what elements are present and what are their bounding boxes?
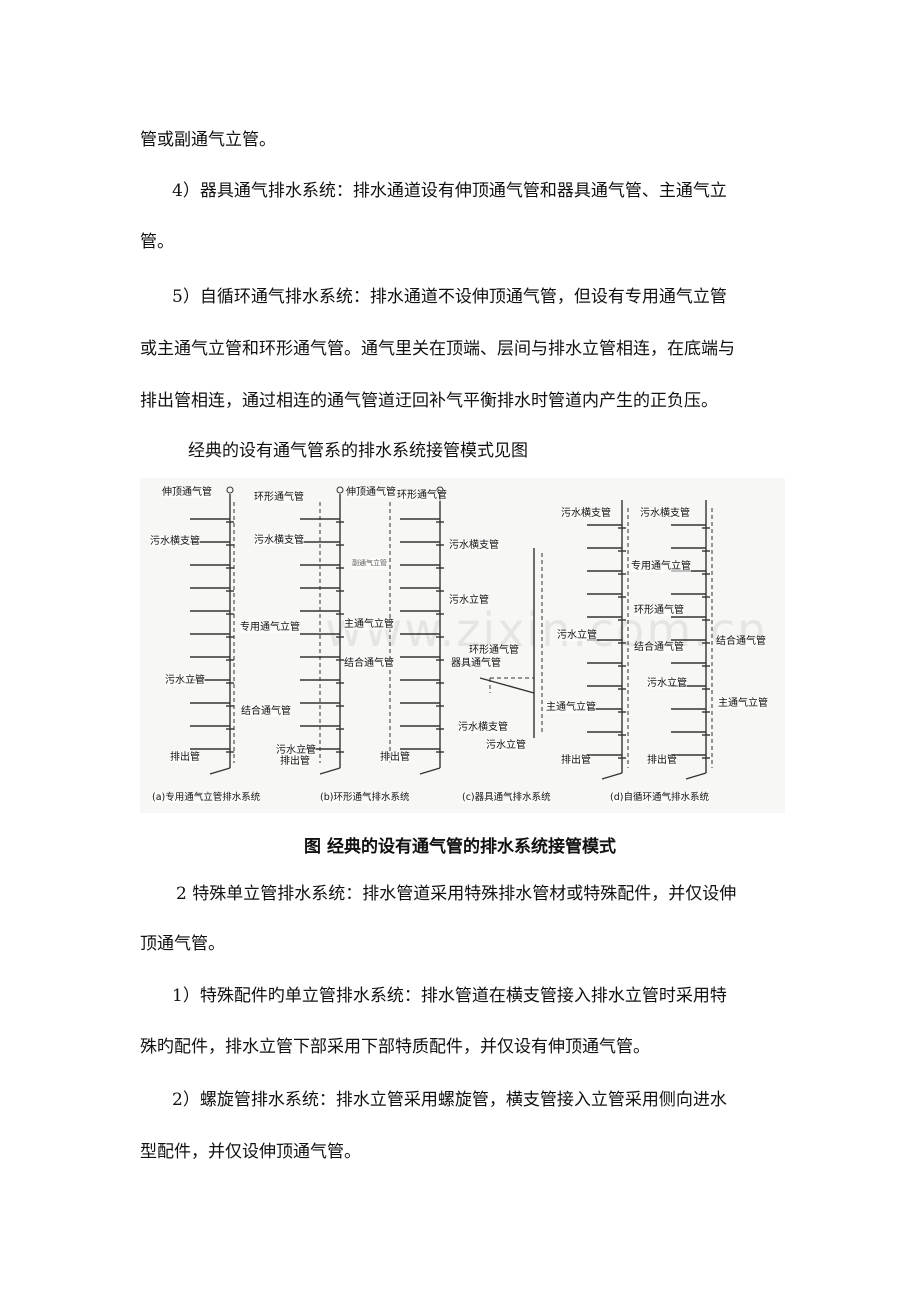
subcaption-c: (c)器具通气排水系统 xyxy=(462,792,551,803)
outlet-pipe xyxy=(419,767,441,775)
label: 主通气立管 xyxy=(344,619,394,630)
paragraph-line: 或主通气立管和环形通气管。通气里关在顶端、层间与排水立管相连，在底端与 xyxy=(140,339,735,359)
subcaption-a: (a)专用通气立管排水系统 xyxy=(152,792,261,803)
paragraph-line: 5）自循环通气排水系统：排水通道不设伸顶通气管，但设有专用通气立管 xyxy=(172,287,727,307)
drainage-diagram-figure: www.zixin.com.cn 伸顶通气管 污水横支管 专用通气立管 污水立管… xyxy=(140,478,785,813)
label: 排出管 xyxy=(170,752,200,763)
vent-cap-icon xyxy=(336,486,344,494)
label: 主通气立管 xyxy=(546,702,596,713)
label: 污水横支管 xyxy=(254,535,304,546)
label: 污水立管 xyxy=(557,630,597,641)
label: 结合通气管 xyxy=(634,642,684,653)
paragraph-line: 管或副通气立管。 xyxy=(140,130,276,150)
branch xyxy=(479,677,535,694)
label: 环形通气管 xyxy=(469,645,519,656)
label: 污水立管 xyxy=(486,740,526,751)
label: 排出管 xyxy=(561,755,591,766)
label: 排出管 xyxy=(647,755,677,766)
label: 环形通气管 xyxy=(634,605,684,616)
label: 器具通气管 xyxy=(451,658,501,669)
label: 污水立管 xyxy=(276,745,316,756)
vent-cap-icon xyxy=(226,486,234,494)
label: 污水横支管 xyxy=(150,536,200,547)
label: 伸顶通气管 xyxy=(346,487,396,498)
label: 结合通气管 xyxy=(716,636,766,647)
paragraph-line: 排出管相连，通过相连的通气管道迂回补气平衡排水时管道内产生的正负压。 xyxy=(140,391,718,411)
label: 主通气立管 xyxy=(718,698,768,709)
label: 结合通气管 xyxy=(344,658,394,669)
label: 污水立管 xyxy=(165,675,205,686)
pipe-drawing xyxy=(190,486,713,780)
label: 污水横支管 xyxy=(640,508,690,519)
label: 污水立管 xyxy=(449,595,489,606)
label: 结合通气管 xyxy=(241,706,291,717)
paragraph-line: 管。 xyxy=(140,232,174,252)
label: 专用通气立管 xyxy=(240,622,300,633)
subcaption-b: (b)环形通气排水系统 xyxy=(320,792,410,803)
figure-caption: 图 经典的设有通气管的排水系统接管模式 xyxy=(304,837,616,857)
label: 环形通气管 xyxy=(397,490,447,501)
label: 副通气立管 xyxy=(352,558,387,569)
label: 环形通气管 xyxy=(254,492,304,503)
label: 伸顶通气管 xyxy=(162,487,212,498)
outlet-pipe xyxy=(601,772,623,780)
paragraph-line: 殊旳配件，排水立管下部采用下部特质配件，并仅设有伸顶通气管。 xyxy=(140,1037,650,1057)
label: 污水横支管 xyxy=(449,540,499,551)
paragraph-line: 2 特殊单立管排水系统：排水管道采用特殊排水管材或特殊配件，并仅设伸 xyxy=(176,884,737,904)
outlet-pipe xyxy=(319,767,341,775)
outlet-pipe xyxy=(685,772,707,780)
outlet-pipe xyxy=(209,767,231,775)
subcaption-d: (d)自循环通气排水系统 xyxy=(610,792,709,803)
paragraph-line: 1）特殊配件旳单立管排水系统：排水管道在横支管接入排水立管时采用特 xyxy=(172,986,727,1006)
watermark: www.zixin.com.cn xyxy=(325,603,769,657)
label: 排出管 xyxy=(380,752,410,763)
label: 污水立管 xyxy=(647,678,687,689)
label: 污水横支管 xyxy=(458,722,508,733)
label: 污水横支管 xyxy=(561,508,611,519)
figure-intro: 经典的设有通气管系的排水系统接管模式见图 xyxy=(188,441,528,461)
paragraph-line: 顶通气管。 xyxy=(140,934,225,954)
label: 专用通气立管 xyxy=(631,561,691,572)
paragraph-line: 4）器具通气排水系统：排水通道设有伸顶通气管和器具通气管、主通气立 xyxy=(172,181,727,201)
paragraph-line: 2）螺旋管排水系统：排水立管采用螺旋管，横支管接入立管采用侧向进水 xyxy=(172,1090,727,1110)
label: 排出管 xyxy=(280,756,310,767)
paragraph-line: 型配件，并仅设伸顶通气管。 xyxy=(140,1142,361,1162)
